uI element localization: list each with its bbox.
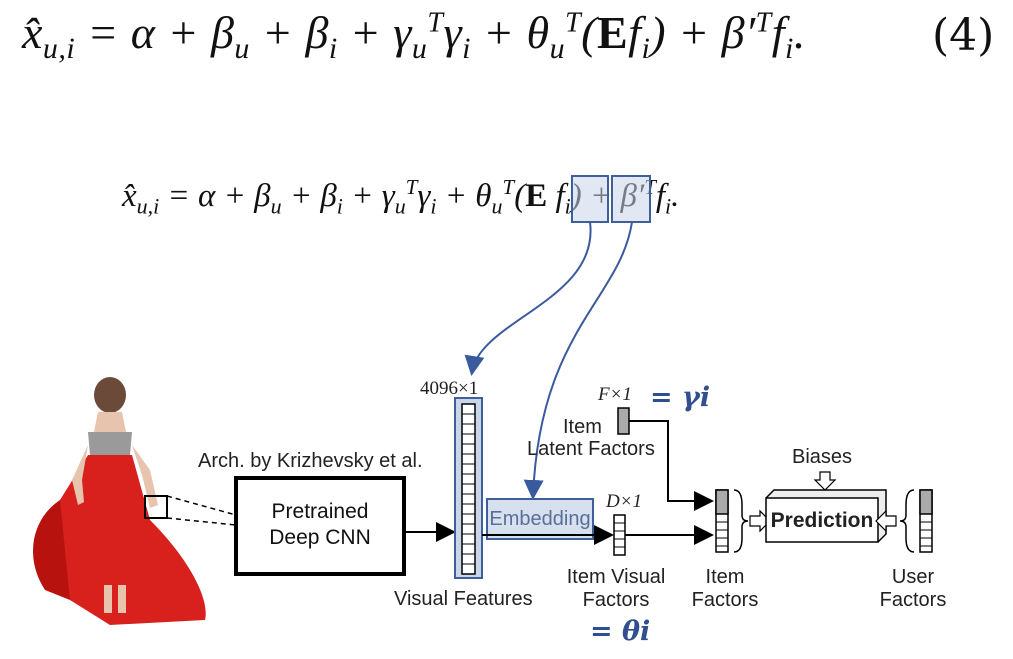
arch-label: Arch. by Krizhevsky et al. (198, 450, 423, 472)
arrow-E-to-embedding (523, 221, 633, 500)
item-factors-label: Item Factors (680, 566, 770, 612)
embedding-box (486, 498, 594, 540)
latent-label-line1: Item (563, 416, 602, 438)
equation-number: (4) (932, 10, 995, 61)
user-factors-label: User Factors (868, 566, 958, 612)
arrow-fi-to-visual (464, 221, 592, 376)
item-latent-vector (617, 407, 630, 435)
prediction-label: Prediction (770, 509, 874, 532)
visual-dim: 4096×1 (420, 378, 479, 399)
dress-image (33, 377, 206, 625)
item-factors-line2: Factors (691, 589, 759, 611)
crop-box (144, 495, 168, 519)
embedding-label: Embedding (489, 508, 591, 530)
item-factors-line1: Item (705, 566, 745, 588)
gamma-label: = γi (650, 382, 711, 413)
highlight-fi (611, 175, 651, 223)
cnn-box-line2: Deep CNN (269, 526, 371, 549)
item-visual-label: Item Visual Factors (555, 566, 677, 612)
cnn-box-line1: Pretrained (271, 500, 369, 523)
latent-label-line2: Latent Factors (527, 438, 655, 460)
latent-dim: F×1 (598, 384, 632, 405)
cnn-box-label: Pretrained Deep CNN (236, 499, 404, 551)
item-visual-line1: Item Visual (566, 566, 666, 588)
biases-label: Biases (792, 446, 853, 468)
highlight-E (571, 175, 609, 223)
visual-features-vector (461, 403, 476, 575)
cnn-box (234, 476, 406, 576)
item-visual-line2: Factors (582, 589, 650, 611)
user-factors-line2: Factors (879, 589, 947, 611)
item-visual-dim: D×1 (606, 491, 643, 512)
equation-main: x̂u,i = α + βu + βi + γuTγi + θuT(Efi) +… (22, 7, 806, 66)
item-visual-vector (613, 514, 626, 556)
user-factors-line1: User (891, 566, 935, 588)
theta-label: = θi (590, 616, 651, 647)
visual-features-label: Visual Features (394, 588, 533, 610)
